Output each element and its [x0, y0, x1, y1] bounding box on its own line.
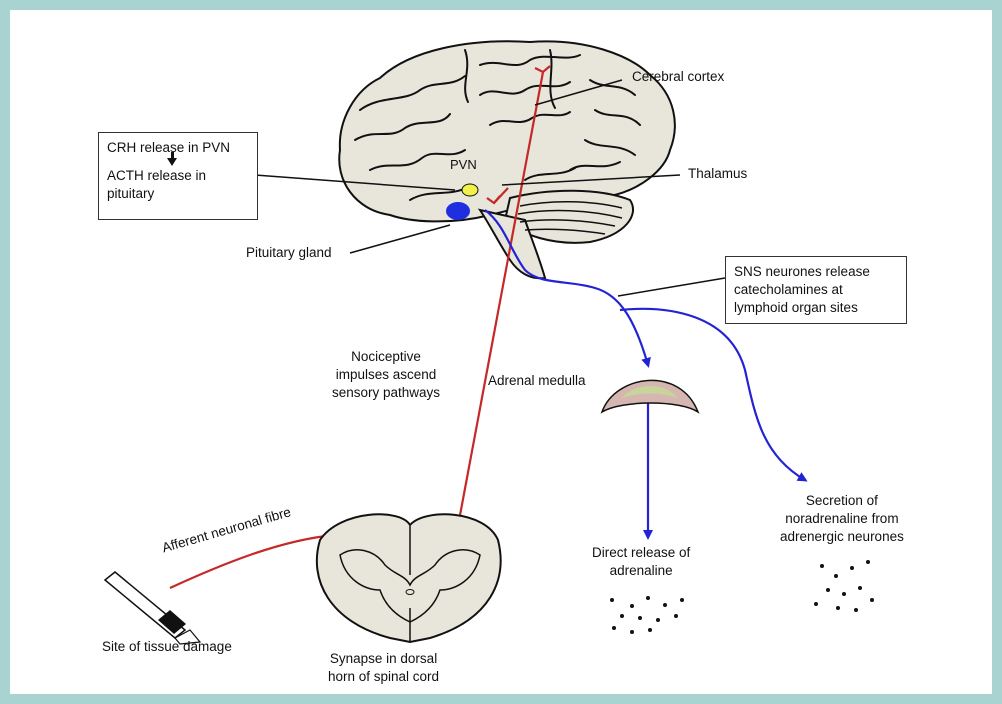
spinal-cord-section	[317, 514, 501, 642]
acth-line: ACTH release in	[107, 167, 249, 185]
direct-release-label: Direct release of adrenaline	[592, 544, 690, 580]
adrenal-medulla-label: Adrenal medulla	[488, 372, 586, 390]
synapse-label: Synapse in dorsal horn of spinal cord	[328, 650, 439, 686]
pituitary-gland-shape	[446, 202, 470, 220]
site-of-damage-label: Site of tissue damage	[102, 638, 232, 656]
crh-line: CRH release in PVN	[107, 139, 249, 157]
brain	[339, 41, 675, 278]
pituitary-gland-label: Pituitary gland	[246, 244, 332, 262]
secretion-label: Secretion of noradrenaline from adrenerg…	[780, 492, 904, 546]
down-arrow-icon	[167, 158, 177, 166]
pvn-nucleus	[462, 184, 478, 196]
sns-box: SNS neurones release catecholamines at l…	[725, 256, 907, 324]
noradrenaline-dots	[814, 560, 874, 612]
nociceptive-label: Nociceptive impulses ascend sensory path…	[332, 348, 440, 402]
acth-line-2: pituitary	[107, 185, 249, 203]
cerebral-cortex-label: Cerebral cortex	[632, 68, 724, 86]
crh-acth-box: CRH release in PVN ACTH release in pitui…	[98, 132, 258, 220]
stress-pathway-diagram	[10, 10, 992, 694]
adrenal-medulla-shape	[602, 380, 698, 412]
cerebrum-outline	[339, 41, 675, 221]
thalamus-label: Thalamus	[688, 165, 747, 183]
scalpel-icon	[105, 572, 200, 644]
diagram-stage: Cerebral cortex Thalamus PVN Pituitary g…	[10, 10, 992, 694]
pvn-label: PVN	[450, 156, 477, 174]
adrenaline-dots	[610, 596, 684, 634]
